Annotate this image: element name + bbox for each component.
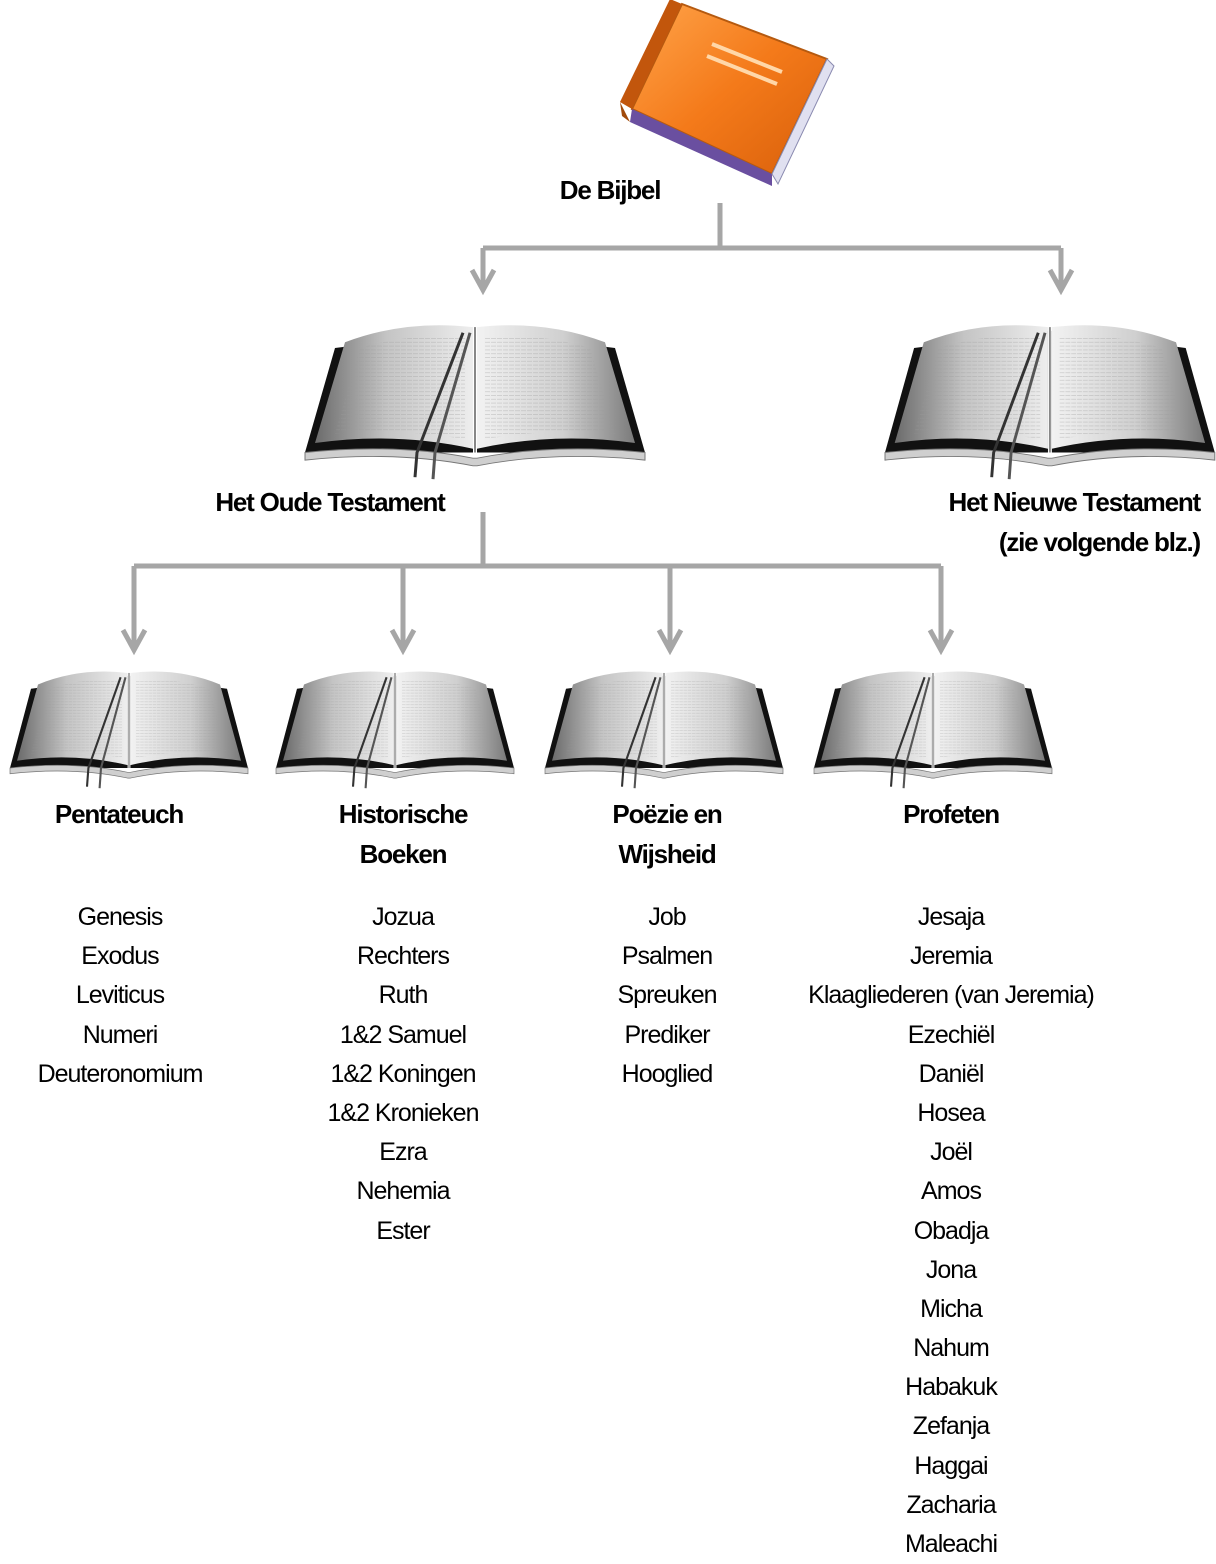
- arrow-down-icon: [120, 628, 148, 656]
- category-title-line1: Historische: [338, 799, 469, 829]
- list-item: Prediker: [624, 1020, 710, 1049]
- list-item: Ester: [376, 1216, 430, 1245]
- list-item: Ruth: [378, 981, 429, 1010]
- list-item: 1&2 Kronieken: [327, 1098, 479, 1127]
- oude-testament-connector: [131, 512, 944, 650]
- arrow-down-icon: [656, 628, 684, 656]
- list-item: Deuteronomium: [37, 1059, 204, 1088]
- list-item: Jozua: [372, 903, 435, 931]
- list-item: Haggai: [914, 1451, 988, 1480]
- book-list-poezie-en-wijsheid: Job Psalmen Spreuken Prediker Hooglied: [547, 898, 787, 1094]
- list-item: Ezra: [379, 1138, 427, 1167]
- list-item: 1&2 Samuel: [339, 1020, 467, 1049]
- list-item: Zacharia: [906, 1490, 996, 1519]
- arrow-down-icon: [469, 268, 497, 296]
- list-item: Obadja: [913, 1216, 990, 1245]
- list-item: Hosea: [917, 1098, 985, 1127]
- list-item: Amos: [921, 1177, 982, 1206]
- list-item: Zefanja: [912, 1412, 990, 1441]
- open-bible-icon: [543, 670, 785, 790]
- open-bible-icon: [303, 323, 647, 481]
- list-item: 1&2 Koningen: [330, 1059, 476, 1088]
- root-connector: [480, 203, 1064, 290]
- list-item: Joël: [930, 1138, 973, 1167]
- category-title: Profeten: [851, 794, 1051, 834]
- list-item: Jeremia: [910, 942, 993, 971]
- list-item: Nahum: [913, 1334, 990, 1363]
- list-item: Exodus: [81, 942, 159, 971]
- open-bible-icon: [812, 670, 1054, 790]
- list-item: Daniël: [918, 1059, 985, 1088]
- category-title: Historische Boeken: [303, 794, 503, 874]
- list-item: Numeri: [82, 1020, 159, 1049]
- category-title-line2: Wijsheid: [618, 839, 716, 869]
- arrow-down-icon: [1047, 268, 1075, 296]
- list-item: Maleachi: [904, 1530, 998, 1558]
- open-bible-icon: [274, 670, 516, 790]
- open-bible-icon: [8, 670, 250, 790]
- nieuwe-testament-title: Het Nieuwe Testament (zie volgende blz.): [890, 482, 1202, 562]
- list-item: Ezechiël: [907, 1020, 996, 1049]
- list-item: Hooglied: [621, 1059, 714, 1088]
- book-list-historische-boeken: Jozua Rechters Ruth 1&2 Samuel 1&2 Konin…: [283, 898, 523, 1251]
- list-item: Leviticus: [75, 981, 165, 1010]
- open-bible-icon: [883, 323, 1216, 481]
- oude-testament-title: Het Oude Testament: [215, 487, 446, 517]
- arrow-down-icon: [927, 628, 955, 656]
- list-item: Psalmen: [621, 942, 713, 971]
- nieuwe-testament-name: Het Nieuwe Testament: [948, 487, 1202, 517]
- book-list-pentateuch: Genesis Exodus Leviticus Numeri Deuteron…: [0, 898, 240, 1094]
- list-item: Jesaja: [917, 903, 985, 931]
- category-title-line1: Pentateuch: [54, 799, 184, 829]
- list-item: Genesis: [77, 903, 164, 931]
- category-title-line1: Poëzie en: [612, 799, 722, 829]
- list-item: Micha: [920, 1294, 983, 1323]
- category-title: Poëzie en Wijsheid: [567, 794, 767, 874]
- list-item: Spreuken: [617, 981, 717, 1010]
- closed-orange-book-icon: [620, 0, 835, 186]
- list-item: Nehemia: [356, 1177, 450, 1206]
- list-item: Jona: [925, 1255, 977, 1284]
- list-item: Rechters: [356, 942, 450, 971]
- list-item: Klaagliederen (van Jeremia): [808, 981, 1095, 1010]
- category-title-line2: Boeken: [359, 839, 448, 869]
- category-title: Pentateuch: [19, 794, 219, 834]
- list-item: Job: [648, 903, 686, 931]
- book-list-profeten: Jesaja Jeremia Klaagliederen (van Jeremi…: [781, 898, 1121, 1564]
- root-title: De Bijbel: [559, 175, 662, 205]
- category-title-line1: Profeten: [903, 799, 1000, 829]
- list-item: Habakuk: [905, 1373, 998, 1402]
- arrow-down-icon: [389, 628, 417, 656]
- nieuwe-testament-note: (zie volgende blz.): [998, 527, 1201, 557]
